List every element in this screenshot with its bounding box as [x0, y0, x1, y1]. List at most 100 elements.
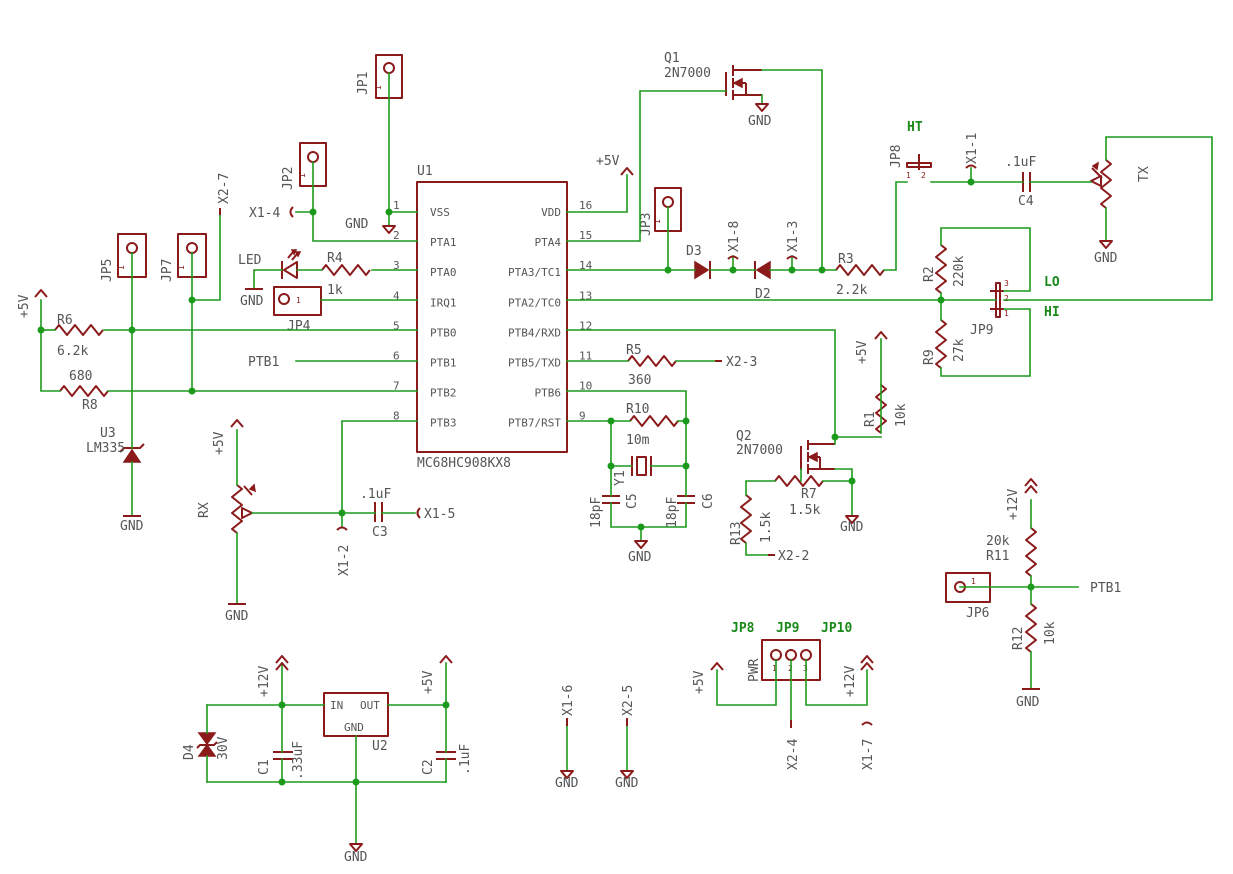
u1-pin-name: PTB5/TXD [508, 357, 561, 370]
led-label: LED [238, 253, 262, 268]
r7-value: 1.5k [789, 503, 820, 518]
connector-x2-5[interactable]: X2-5 [621, 685, 636, 726]
gnd-q1: GND [748, 103, 772, 129]
hi-label: HI [1044, 305, 1060, 320]
jp2-label: JP2 [281, 167, 296, 190]
svg-text:X2-4: X2-4 [786, 739, 801, 770]
u1-pin-number: 14 [579, 259, 593, 272]
jp8-label: JP8 [889, 145, 904, 168]
q1-ref: Q1 [664, 51, 680, 66]
jp2-jumper[interactable]: 1 JP2 [281, 142, 327, 190]
jp9-pin2: 2 [1004, 294, 1009, 303]
r5-resistor: R5 360 [626, 343, 677, 388]
u1-pin-name: PTB2 [430, 387, 457, 400]
u1-pin-name: PTB1 [430, 357, 457, 370]
jp9-solder-jumper[interactable]: 3 2 1 LO HI JP9 [970, 275, 1060, 338]
tx-potentiometer[interactable]: TX [1090, 159, 1152, 209]
r3-resistor: R3 2.2k [835, 252, 885, 298]
connector-x2-3[interactable]: X2-3 [715, 355, 757, 370]
connector-x1-1[interactable]: X1-1 [965, 133, 980, 169]
jp7-label: JP7 [160, 259, 175, 282]
c3-ref: C3 [372, 525, 388, 540]
jp2-pin-number: 1 [298, 173, 307, 178]
u1-pin-number: 7 [393, 380, 400, 393]
u1-pin-number: 15 [579, 229, 592, 242]
svg-text:GND: GND [1094, 251, 1118, 266]
jp8-pin2: 2 [921, 171, 926, 180]
svg-text:+5V: +5V [855, 340, 870, 364]
jp5-pin-number: 1 [117, 265, 126, 270]
r11-resistor: 20k R11 [986, 527, 1037, 577]
jp1-jumper[interactable]: 1 JP1 [356, 54, 403, 99]
u1-part: MC68HC908KX8 [417, 456, 511, 471]
u1-pin-name: PTB3 [430, 417, 457, 430]
jp3-jumper[interactable]: 1 JP3 [639, 187, 682, 236]
jp7-pin-number: 1 [177, 265, 186, 270]
q2-value: 2N7000 [736, 443, 783, 458]
r8-value: 680 [69, 369, 92, 384]
jp8-pin1: 1 [906, 171, 911, 180]
jp6-jumper[interactable]: 1 JP6 [945, 572, 991, 621]
connector-x1-5[interactable]: X1-5 [416, 507, 456, 522]
r3-value: 2.2k [836, 283, 867, 298]
gnd-led: GND [240, 288, 264, 309]
jp1-pin-number: 1 [374, 85, 383, 90]
connector-x1-4[interactable]: X1-4 [249, 206, 294, 221]
jp7-jumper[interactable]: 1 JP7 [160, 233, 207, 282]
svg-text:+12V: +12V [1006, 489, 1021, 520]
u1-pin-number: 8 [393, 410, 400, 423]
u1-pin-number: 11 [579, 350, 592, 363]
r8-resistor: 680 R8 [59, 369, 109, 413]
svg-text:+5V: +5V [692, 670, 707, 694]
rx-potentiometer[interactable]: RX [197, 483, 256, 534]
u2-ref: U2 [372, 739, 388, 754]
u1-pin-number: 3 [393, 259, 400, 272]
gnd-r12: GND [1016, 688, 1040, 710]
svg-text:X2-3: X2-3 [726, 355, 757, 370]
jp4-jumper[interactable]: 1 JP4 [273, 286, 322, 334]
svg-text:+5V: +5V [596, 154, 620, 169]
svg-text:X1-5: X1-5 [424, 507, 455, 522]
jp4-label: JP4 [287, 319, 311, 334]
p5v-u2: +5V [421, 655, 453, 694]
jp5-jumper[interactable]: 1 JP5 [100, 233, 147, 282]
svg-text:X1-1: X1-1 [965, 133, 980, 164]
c1-capacitor: C1 .33uF [257, 741, 306, 780]
connector-x2-2[interactable]: X2-2 [768, 549, 809, 564]
r13-ref: R13 [729, 522, 744, 545]
svg-text:GND: GND [225, 609, 249, 624]
power-header[interactable]: 1 2 3 PWR JP8 JP9 JP10 [731, 621, 852, 682]
connector-x1-6[interactable]: X1-6 [561, 685, 576, 726]
u3-zener-lm335: U3 LM335 [86, 426, 145, 463]
r12-resistor: R12 10k [1011, 603, 1058, 653]
gnd-symbols: GND GND GND GND GND GND GND GND GND GND … [120, 103, 1118, 865]
connector-x1-7[interactable]: X1-7 [861, 721, 876, 771]
svg-text:GND: GND [628, 550, 652, 565]
svg-text:GND: GND [120, 519, 144, 534]
svg-text:+5V: +5V [421, 670, 436, 694]
connector-x2-7[interactable]: X2-7 [217, 173, 232, 215]
u1-pin-number: 2 [393, 229, 400, 242]
connector-x1-2[interactable]: X1-2 [336, 526, 352, 577]
connector-x2-4[interactable]: X2-4 [786, 720, 801, 770]
u1-pin-number: 13 [579, 289, 592, 302]
gnd-x2-5: GND [615, 770, 639, 791]
r12-ref: R12 [1011, 627, 1026, 650]
tx-label: TX [1137, 166, 1152, 182]
connector-x1-8[interactable]: X1-8 [727, 221, 742, 260]
y1-ref: Y1 [613, 470, 628, 486]
jp9-pin3: 3 [1004, 279, 1009, 288]
r9-ref: R9 [922, 349, 937, 365]
gnd-u2: GND [344, 843, 368, 865]
connector-x1-3[interactable]: X1-3 [786, 221, 801, 260]
d2-diode: D2 [754, 260, 771, 302]
rx-label: RX [197, 502, 212, 518]
jp4-pin-number: 1 [296, 296, 301, 305]
u1-pin-number: 10 [579, 380, 592, 393]
d3-diode: D3 [686, 244, 711, 280]
gnd-rx: GND [225, 603, 249, 624]
jp8-solder-jumper[interactable]: HT JP8 1 2 [889, 120, 932, 180]
svg-text:GND: GND [345, 217, 369, 232]
junctions [37, 178, 1035, 786]
r9-value: 27k [952, 338, 967, 362]
